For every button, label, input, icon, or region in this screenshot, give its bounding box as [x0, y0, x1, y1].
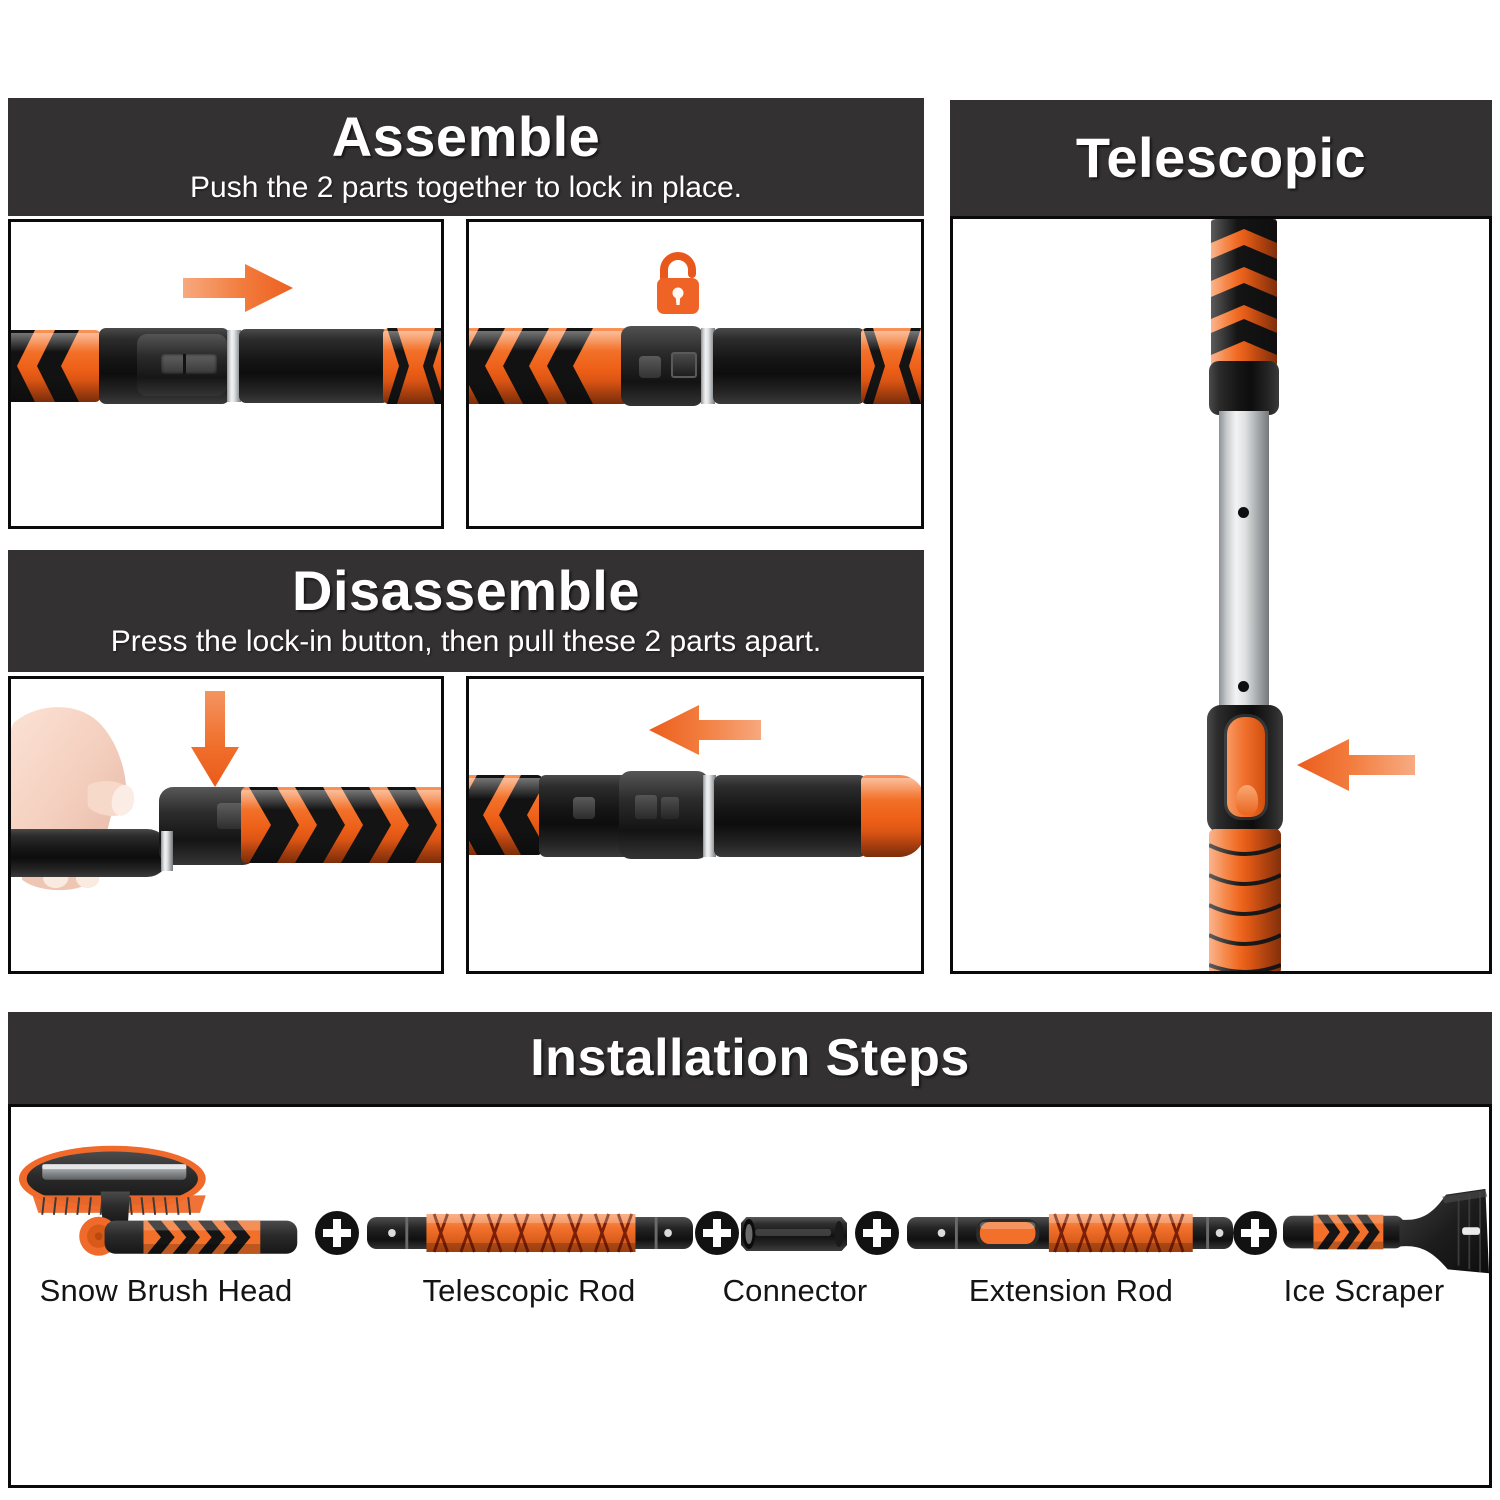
end-cap-right [861, 775, 921, 857]
plus-icon [695, 1211, 739, 1255]
part-label-extension-rod: Extension Rod [968, 1273, 1174, 1308]
part-label-connector: Connector [722, 1273, 868, 1308]
installation-parts-panel: Snow Brush Head [8, 1104, 1492, 1488]
assemble-step-1-panel [8, 219, 444, 529]
plus-icon [855, 1211, 899, 1255]
disassemble-subtitle: Press the lock-in button, then pull thes… [110, 625, 822, 659]
unlocked-padlock-icon [647, 250, 709, 322]
metal-ferrule [227, 330, 241, 402]
assemble-step-2-panel [466, 219, 924, 529]
chevron-grip-left [469, 328, 629, 404]
telescopic-rod [367, 1213, 693, 1253]
adjustment-hole-upper [1238, 507, 1249, 518]
rod-right-segment [239, 329, 389, 403]
telescopic-collar [1209, 361, 1279, 415]
adjustment-hole-lower [1238, 681, 1249, 692]
part-label-telescopic-rod: Telescopic Rod [422, 1273, 636, 1308]
chevron-grip-left [469, 775, 543, 855]
chevron-grip-left [11, 330, 101, 402]
end-grip-right [861, 328, 921, 404]
chevron-grip-top [1211, 219, 1277, 369]
button-detail-b [661, 797, 679, 819]
part-label-snow-brush-head: Snow Brush Head [39, 1273, 293, 1308]
arrow-left-icon [649, 703, 761, 757]
part-label-ice-scraper: Ice Scraper [1283, 1273, 1445, 1308]
disassemble-title: Disassemble [292, 558, 640, 622]
assemble-header: Assemble Push the 2 parts together to lo… [8, 98, 924, 216]
metal-ferrule [701, 328, 715, 404]
installation-header: Installation Steps [8, 1012, 1492, 1104]
end-grip-right [383, 328, 441, 404]
button-slot-divider [183, 354, 186, 374]
lock-in-button [161, 354, 217, 374]
telescopic-panel [950, 216, 1492, 974]
disassemble-step-1-panel [8, 676, 444, 974]
rod-left-segment [11, 829, 169, 877]
ice-scraper [1283, 1188, 1489, 1274]
disassemble-step-2-panel [466, 676, 924, 974]
plus-icon [315, 1211, 359, 1255]
assemble-title: Assemble [331, 104, 601, 168]
metal-ferrule [703, 775, 716, 857]
rod-right-segment [714, 775, 866, 857]
release-lever-nub [1236, 785, 1258, 815]
lock-in-button [573, 797, 595, 819]
telescopic-title: Telescopic [1075, 125, 1367, 189]
connector [741, 1217, 847, 1251]
rod-right-segment [713, 328, 865, 404]
plus-icon [1233, 1211, 1277, 1255]
telescopic-header: Telescopic [950, 100, 1492, 216]
button-detail-a [635, 795, 657, 819]
extension-rod [907, 1213, 1233, 1253]
ribbed-bottom-grip [1209, 829, 1281, 971]
disassemble-header: Disassemble Press the lock-in button, th… [8, 550, 924, 672]
telescopic-silver-tube [1219, 411, 1269, 711]
installation-title: Installation Steps [530, 1028, 970, 1087]
assemble-subtitle: Push the 2 parts together to lock in pla… [190, 171, 742, 205]
arrow-down-icon [189, 691, 241, 787]
arrow-left-icon [1297, 737, 1415, 793]
metal-ferrule [161, 831, 173, 871]
chevron-grip-right [241, 787, 441, 863]
arrow-right-icon [183, 262, 293, 314]
lock-in-button [639, 356, 661, 378]
lock-in-button-secondary [671, 352, 697, 378]
snow-brush-head [18, 1145, 298, 1256]
